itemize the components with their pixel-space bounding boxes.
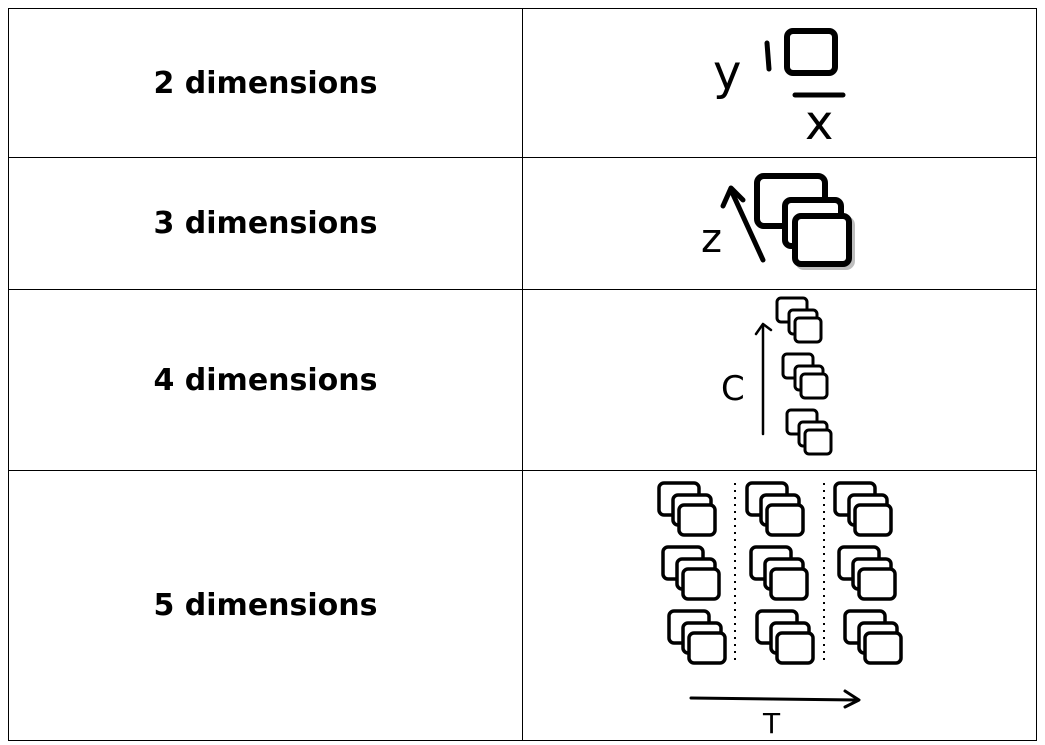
y-axis-label: y — [713, 45, 741, 101]
table-row: 4 dimensions C — [8, 289, 1037, 471]
x-axis-label: x — [805, 95, 833, 151]
row-label: 5 dimensions — [8, 470, 523, 741]
table-row: 2 dimensions y x — [8, 8, 1037, 158]
y-axis-tick — [764, 40, 772, 72]
sketch-4d: C — [522, 289, 1037, 471]
square-stack-3d — [754, 173, 855, 270]
sketch-5d-drawing: T — [657, 481, 903, 740]
z-axis-label: z — [701, 216, 722, 262]
sketch-4d-drawing: C — [721, 296, 833, 456]
c-axis-label: C — [721, 369, 745, 409]
c-arrow-head — [754, 322, 773, 336]
table-row: 3 dimensions z — [8, 157, 1037, 290]
sketch-3d-drawing: z — [701, 173, 855, 270]
row-label: 2 dimensions — [8, 8, 523, 158]
row-label: 4 dimensions — [8, 289, 523, 471]
t-arrow-head — [843, 689, 861, 709]
z-arrow-head — [720, 185, 746, 209]
stack-grid-5d — [657, 481, 903, 665]
sketch-2d-drawing: y x — [713, 28, 846, 151]
z-axis-arrow — [728, 187, 766, 263]
table-row: 5 dimensions — [8, 470, 1037, 741]
sketch-2d: y x — [522, 8, 1037, 158]
sketch-5d: T — [522, 470, 1037, 741]
t-axis-label: T — [762, 707, 781, 740]
stack-column-4d — [775, 296, 833, 456]
dimensions-table: 2 dimensions y x 3 dimensions z — [8, 8, 1037, 741]
sketch-3d: z — [522, 157, 1037, 290]
t-axis-arrow — [689, 696, 859, 702]
square-2d — [784, 28, 838, 76]
row-label: 3 dimensions — [8, 157, 523, 290]
